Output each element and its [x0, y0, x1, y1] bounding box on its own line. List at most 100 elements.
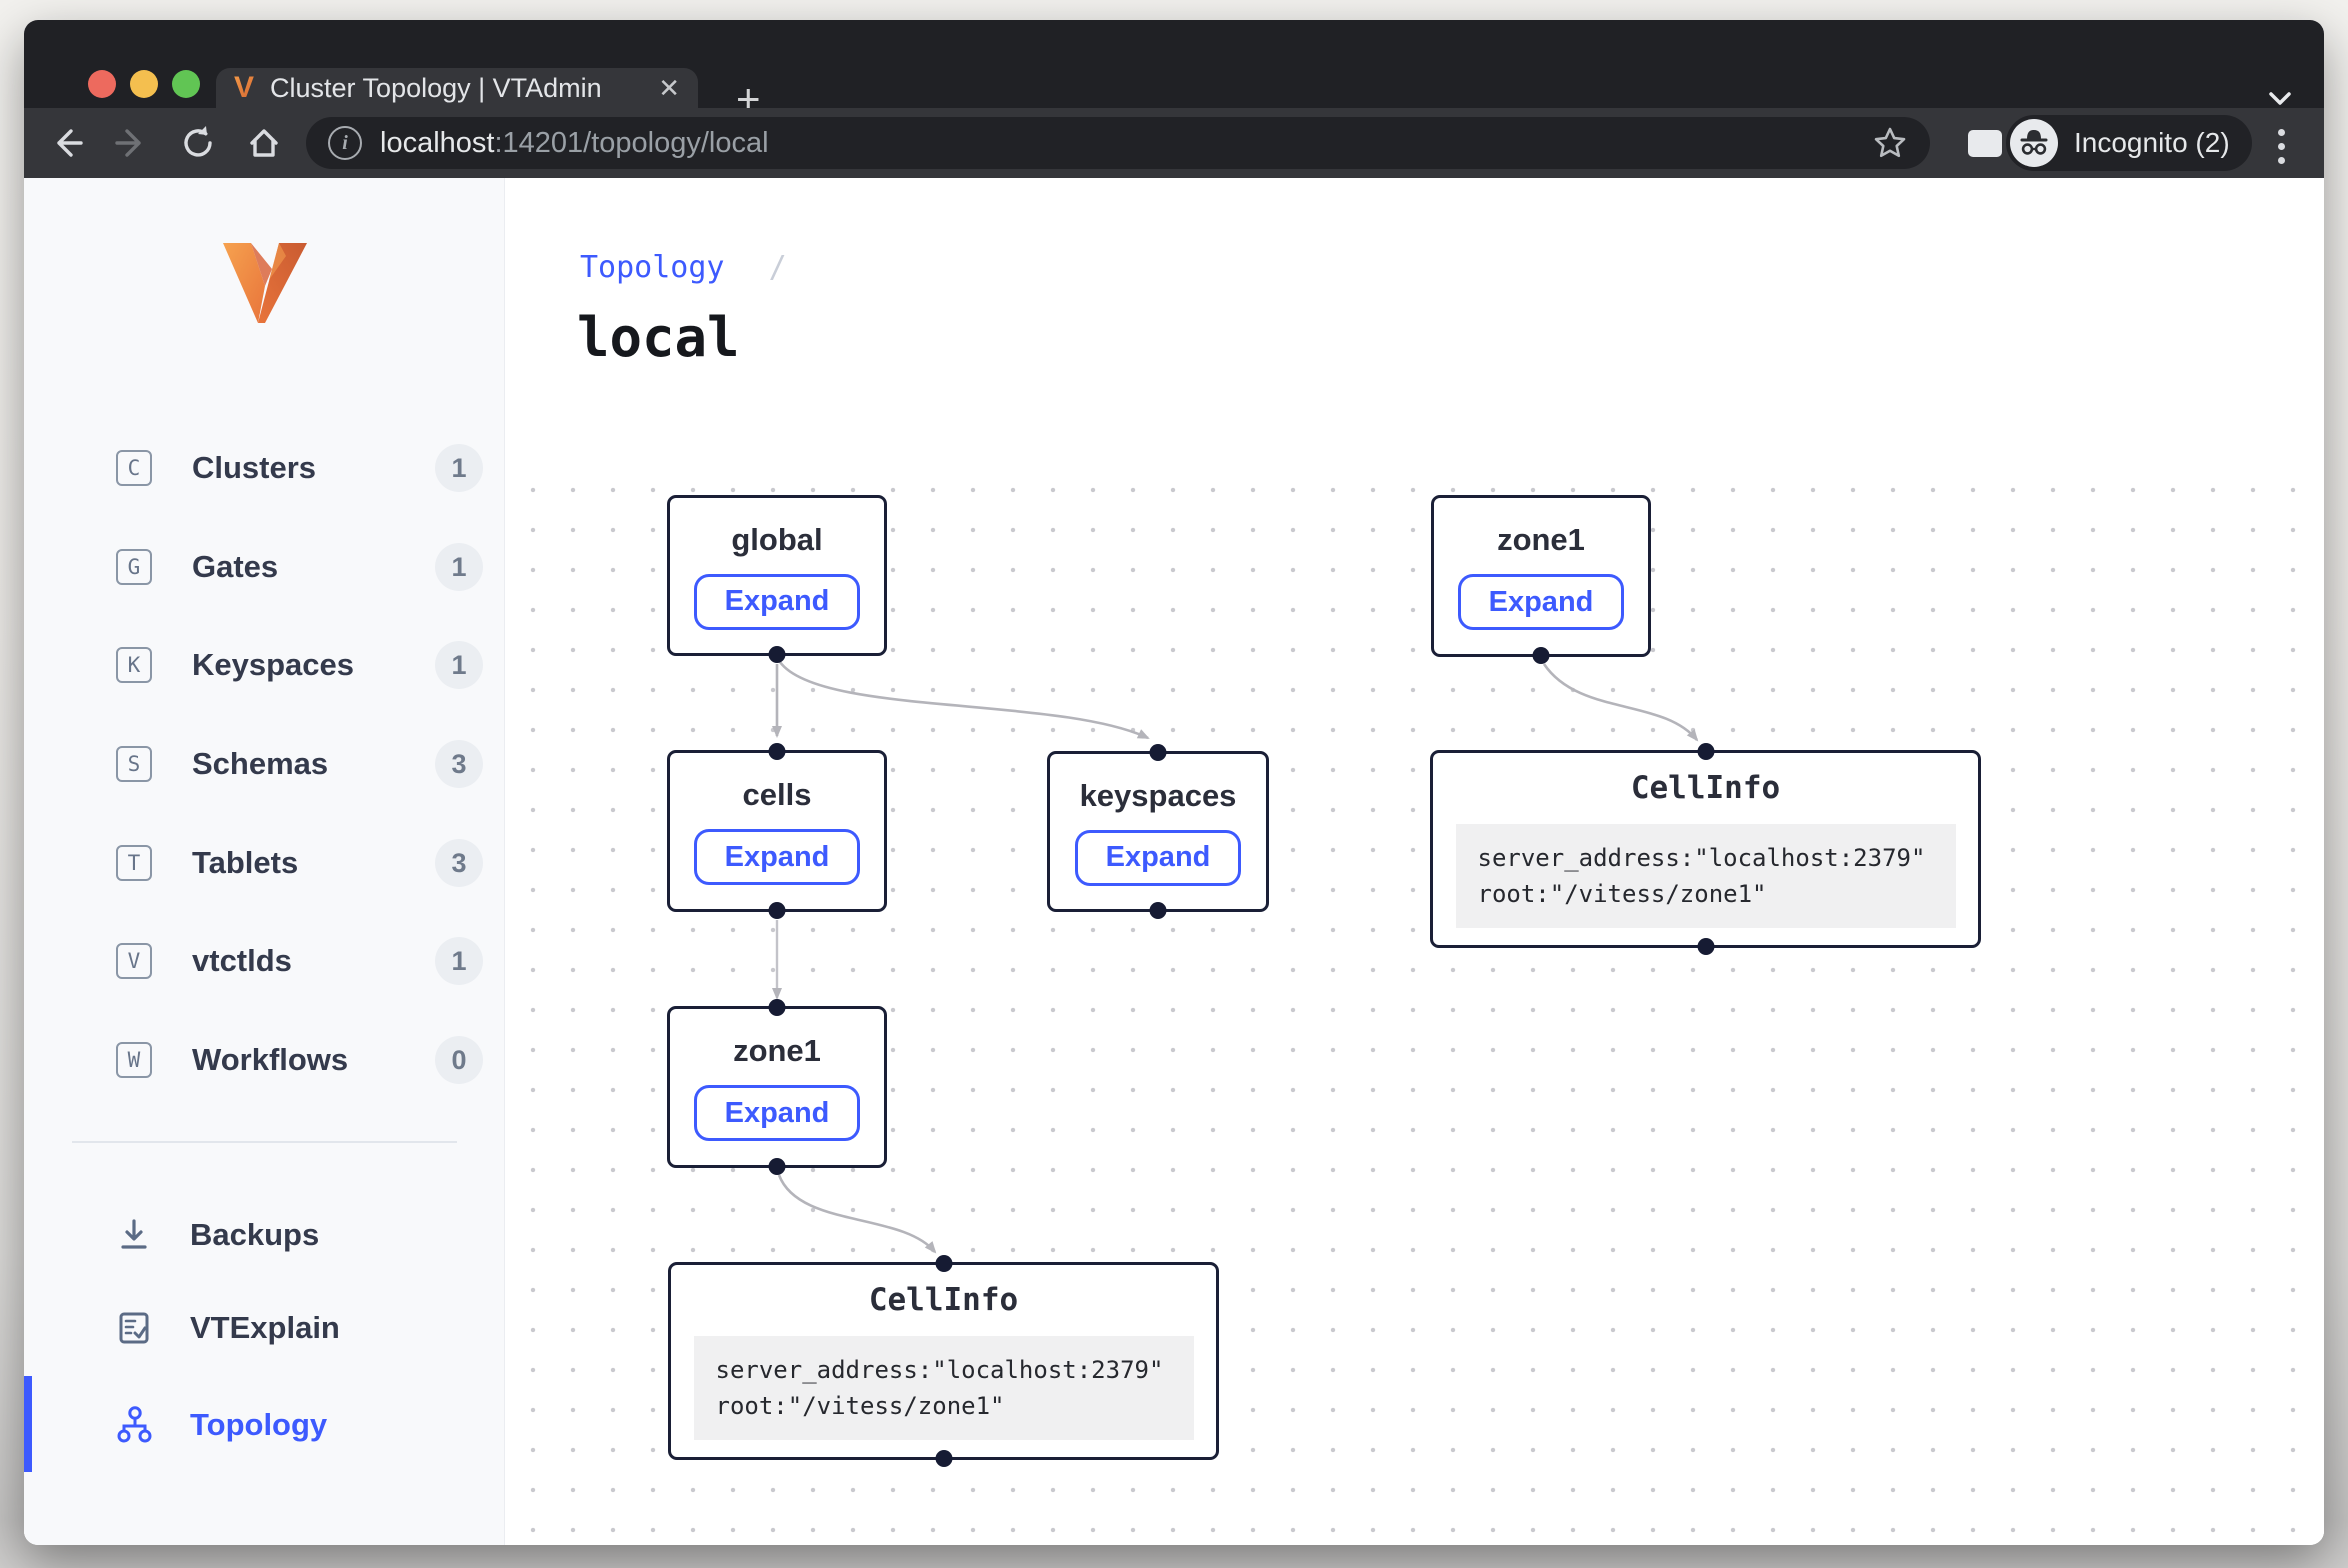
gates-letter-icon: G: [116, 549, 152, 585]
connection-handle: [769, 902, 786, 919]
node-title: global: [731, 522, 822, 558]
vitess-favicon: V: [234, 71, 254, 105]
workflows-letter-icon: W: [116, 1042, 152, 1078]
topology-node-zone1-top: zone1 Expand: [1431, 495, 1651, 657]
maximize-window-button[interactable]: [172, 70, 200, 98]
clusters-letter-icon: C: [116, 450, 152, 486]
tab-title: Cluster Topology | VTAdmin: [270, 73, 646, 104]
tab-strip: V Cluster Topology | VTAdmin ✕ +: [24, 20, 2324, 108]
url-text: localhost:14201/topology/local: [380, 127, 1860, 160]
back-icon[interactable]: [38, 108, 94, 178]
backups-download-icon: [114, 1215, 154, 1255]
sidebar-item-label: Schemas: [192, 746, 435, 782]
minimize-window-button[interactable]: [130, 70, 158, 98]
sidebar-item-workflows[interactable]: W Workflows 0: [24, 1028, 505, 1092]
forward-icon[interactable]: [104, 108, 160, 178]
connection-handle: [1150, 902, 1167, 919]
bookmark-star-icon[interactable]: [1872, 125, 1908, 161]
node-title: cells: [743, 777, 812, 813]
sidebar-item-clusters[interactable]: C Clusters 1: [24, 436, 505, 500]
schemas-letter-icon: S: [116, 746, 152, 782]
vitess-logo: [222, 242, 308, 324]
incognito-label: Incognito (2): [2074, 127, 2230, 159]
reload-icon[interactable]: [170, 108, 226, 178]
topology-graph-icon: [114, 1405, 154, 1445]
count-badge: 1: [435, 641, 483, 689]
keyspaces-letter-icon: K: [116, 647, 152, 683]
sidebar-item-label: vtctlds: [192, 943, 435, 979]
sidebar-item-backups[interactable]: Backups: [24, 1203, 505, 1267]
node-title: zone1: [1497, 522, 1585, 558]
sidebar-item-tablets[interactable]: T Tablets 3: [24, 831, 505, 895]
connection-handle: [769, 646, 786, 663]
count-badge: 1: [435, 543, 483, 591]
sidebar-divider: [72, 1141, 457, 1143]
url-bar[interactable]: i localhost:14201/topology/local: [306, 117, 1930, 169]
cellinfo-code-box: server_address:"localhost:2379" root:"/v…: [694, 1336, 1194, 1440]
sidebar-item-label: VTExplain: [190, 1310, 340, 1346]
topology-node-cellinfo-right: CellInfo server_address:"localhost:2379"…: [1430, 750, 1981, 948]
page-title: local: [577, 306, 740, 369]
connection-handle: [769, 1158, 786, 1175]
vtadmin-app: C Clusters 1 G Gates 1 K Keyspaces 1 S S…: [24, 178, 2324, 1545]
count-badge: 0: [435, 1036, 483, 1084]
topology-node-cells: cells Expand: [667, 750, 887, 912]
connection-handle: [935, 1255, 952, 1272]
connection-handle: [1697, 743, 1714, 760]
home-icon[interactable]: [236, 108, 292, 178]
sidebar-item-vtexplain[interactable]: VTExplain: [24, 1296, 505, 1360]
side-panel-icon[interactable]: [1968, 130, 2002, 157]
browser-tab[interactable]: V Cluster Topology | VTAdmin ✕: [216, 68, 698, 108]
count-badge: 3: [435, 839, 483, 887]
connection-handle: [935, 1450, 952, 1467]
count-badge: 1: [435, 444, 483, 492]
expand-button-zone1[interactable]: Expand: [1458, 574, 1624, 630]
connection-handle: [769, 999, 786, 1016]
connection-handle: [1533, 647, 1550, 664]
sidebar-item-topology[interactable]: Topology: [24, 1393, 505, 1457]
connection-handle: [1697, 938, 1714, 955]
cellinfo-server-address: server_address:"localhost:2379": [1478, 840, 1934, 876]
browser-toolbar: i localhost:14201/topology/local: [24, 108, 2324, 178]
connection-handle: [769, 743, 786, 760]
sidebar-item-label: Gates: [192, 549, 435, 585]
cellinfo-server-address: server_address:"localhost:2379": [716, 1352, 1172, 1388]
tab-close-icon[interactable]: ✕: [658, 73, 680, 104]
cellinfo-root: root:"/vitess/zone1": [1478, 876, 1934, 912]
tablets-letter-icon: T: [116, 845, 152, 881]
node-title: keyspaces: [1080, 778, 1237, 814]
cellinfo-code-box: server_address:"localhost:2379" root:"/v…: [1456, 824, 1956, 928]
close-window-button[interactable]: [88, 70, 116, 98]
sidebar-item-label: Keyspaces: [192, 647, 435, 683]
topology-node-keyspaces: keyspaces Expand: [1047, 751, 1269, 912]
sidebar-item-schemas[interactable]: S Schemas 3: [24, 732, 505, 796]
breadcrumb-separator: /: [769, 250, 787, 285]
expand-button-global[interactable]: Expand: [694, 574, 860, 630]
topology-page: Topology / local: [505, 178, 2324, 1545]
topology-node-zone1-lower: zone1 Expand: [667, 1006, 887, 1168]
topology-node-cellinfo-bottom: CellInfo server_address:"localhost:2379"…: [668, 1262, 1219, 1460]
browser-menu-icon[interactable]: [2278, 122, 2286, 171]
vtexplain-document-icon: [114, 1308, 154, 1348]
cellinfo-root: root:"/vitess/zone1": [716, 1388, 1172, 1424]
sidebar-item-keyspaces[interactable]: K Keyspaces 1: [24, 633, 505, 697]
node-title: CellInfo: [1631, 770, 1780, 806]
vtctlds-letter-icon: V: [116, 943, 152, 979]
expand-button-zone1-lower[interactable]: Expand: [694, 1085, 860, 1141]
topology-node-global: global Expand: [667, 495, 887, 656]
sidebar-item-gates[interactable]: G Gates 1: [24, 535, 505, 599]
browser-window: V Cluster Topology | VTAdmin ✕ +: [24, 20, 2324, 1545]
sidebar: C Clusters 1 G Gates 1 K Keyspaces 1 S S…: [24, 178, 505, 1545]
expand-button-keyspaces[interactable]: Expand: [1075, 830, 1241, 886]
node-title: zone1: [733, 1033, 821, 1069]
site-info-icon[interactable]: i: [328, 126, 362, 160]
sidebar-item-label: Clusters: [192, 450, 435, 486]
expand-button-cells[interactable]: Expand: [694, 829, 860, 885]
sidebar-item-vtctlds[interactable]: V vtctlds 1: [24, 929, 505, 993]
profile-chip[interactable]: Incognito (2): [2006, 115, 2252, 171]
sidebar-item-label: Topology: [190, 1407, 327, 1443]
node-title: CellInfo: [869, 1282, 1018, 1318]
connection-handle: [1150, 744, 1167, 761]
breadcrumb-topology-link[interactable]: Topology: [580, 250, 725, 285]
